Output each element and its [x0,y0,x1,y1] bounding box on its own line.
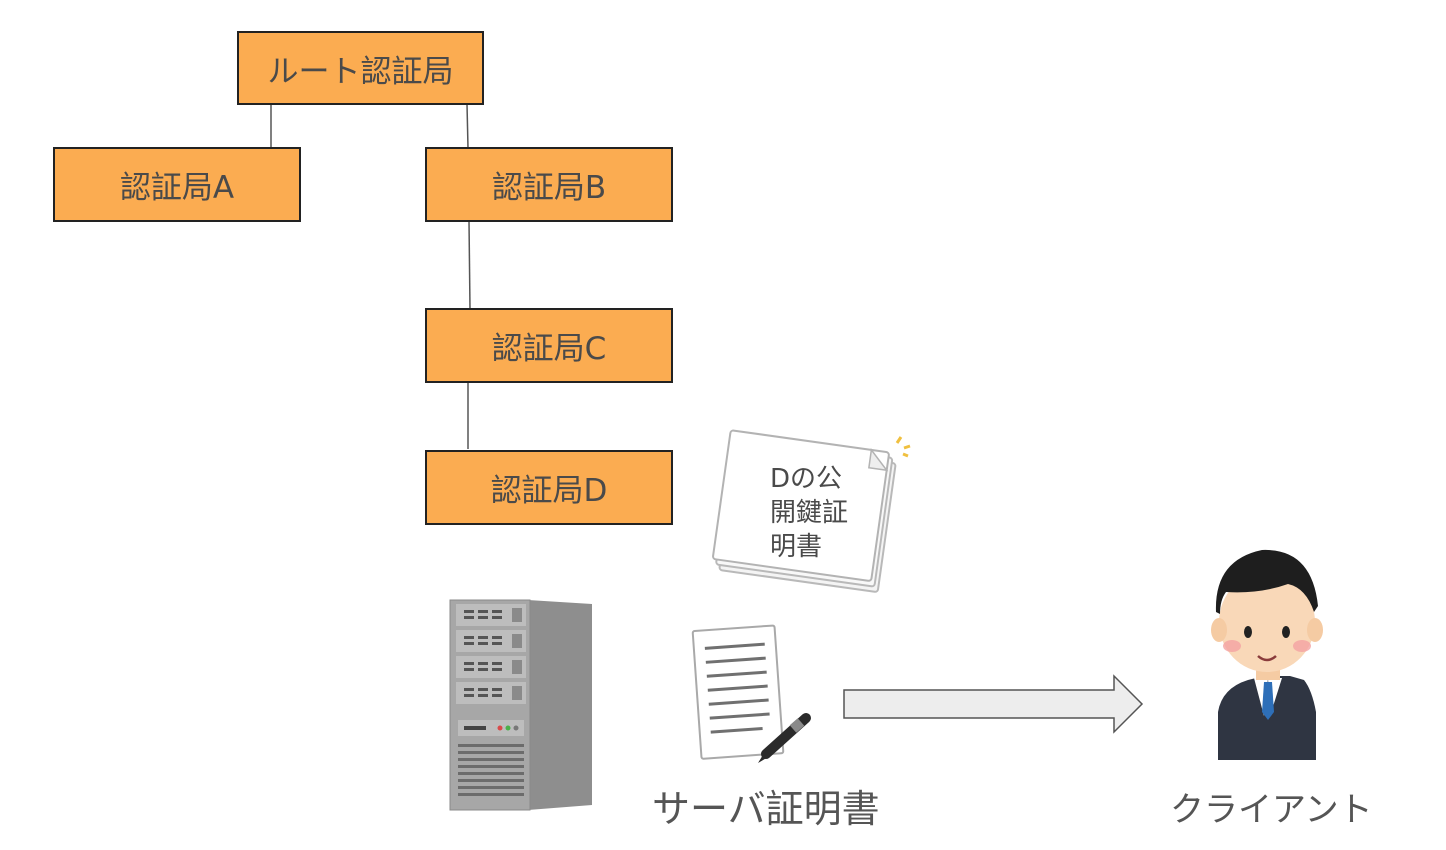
root-ca-label: ルート認証局 [267,53,454,90]
connector-root-to-b [466,103,469,149]
ca-d-label: 認証局D [490,473,608,509]
pen-icon [758,713,811,763]
public-key-document-label: Dの公 開鍵証 明書 [770,462,870,564]
ca-c-box: 認証局C [425,308,673,383]
ca-b-box: 認証局B [425,147,673,222]
public-key-doc-line: Dの公 [770,464,843,494]
root-ca-box: ルート認証局 [237,31,484,105]
public-key-doc-line: 開鍵証 [770,498,849,528]
public-key-doc-line: 明書 [770,532,823,562]
connector-b-to-c [468,220,471,310]
ca-a-box: 認証局A [53,147,301,222]
ca-c-label: 認証局C [491,331,607,367]
ca-d-box: 認証局D [425,450,673,525]
client-label: クライアント [1170,790,1373,830]
sparkle-line [895,436,903,444]
sparkle-line [903,444,911,450]
server-certificate-label: サーバ証明書 [652,787,880,831]
sparkle-line [902,452,909,458]
ca-a-label: 認証局A [119,170,235,206]
ca-b-label: 認証局B [491,170,607,206]
